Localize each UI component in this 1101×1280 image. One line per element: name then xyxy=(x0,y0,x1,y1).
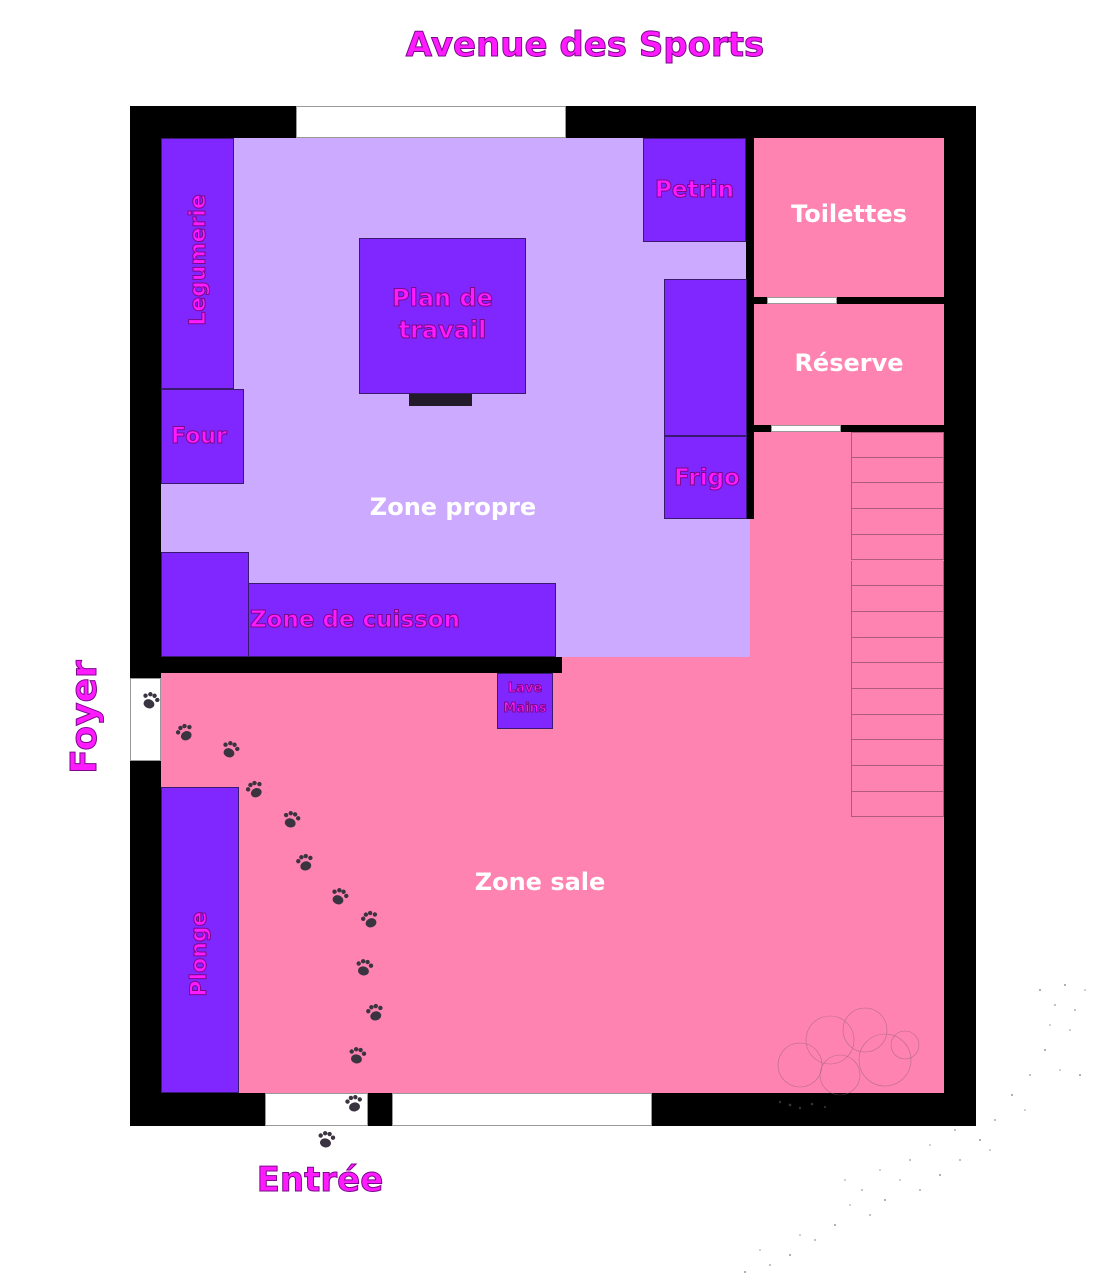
top-window xyxy=(296,106,566,138)
street-title: Avenue des Sports xyxy=(405,25,765,66)
entrance-door[interactable] xyxy=(265,1093,368,1126)
wall-rooms-mid xyxy=(754,297,944,304)
plonge-block[interactable] xyxy=(161,787,239,1093)
frigo-lower-block[interactable] xyxy=(664,436,747,519)
wall-rooms-left xyxy=(746,138,754,519)
legumerie-label: Legumerie xyxy=(185,194,211,327)
toilets-room xyxy=(754,138,944,297)
four-block[interactable] xyxy=(161,389,244,484)
storage-label: Réserve xyxy=(794,349,904,377)
legumerie-block[interactable] xyxy=(161,138,234,389)
paw-print-icon xyxy=(316,1130,337,1149)
plan-de-travail-label-2: travail xyxy=(398,316,487,345)
outer-wall-right xyxy=(944,106,976,1126)
wall-rooms-bottom xyxy=(754,425,944,432)
four-label: Four xyxy=(171,423,228,449)
lave-mains-label-2: Mains xyxy=(503,701,547,717)
cuisson-label: Zone de cuisson xyxy=(250,607,461,634)
plan-de-travail-label-1: Plan de xyxy=(392,284,494,313)
cuisson-left-block[interactable] xyxy=(161,552,249,657)
petrin-block[interactable] xyxy=(643,138,746,242)
frigo-label: Frigo xyxy=(674,465,741,492)
petrin-label: Petrin xyxy=(654,177,735,204)
clean-zone-label: Zone propre xyxy=(369,493,537,521)
toilets-door[interactable] xyxy=(767,297,837,304)
toilets-label: Toilettes xyxy=(791,200,907,228)
foyer-label: Foyer xyxy=(63,660,105,775)
cuisson-block[interactable] xyxy=(248,583,556,657)
frigo-upper-block[interactable] xyxy=(664,279,747,436)
storage-room xyxy=(754,304,944,425)
wall-clean-dirty xyxy=(161,657,562,673)
dirty-zone-label: Zone sale xyxy=(474,868,606,896)
entrance-label: Entrée xyxy=(256,1160,384,1201)
plonge-label: Plonge xyxy=(186,911,212,997)
bottom-window xyxy=(392,1093,652,1126)
plan-de-travail-stool xyxy=(409,394,472,406)
lave-mains-block[interactable] xyxy=(497,673,553,729)
plan-de-travail-block[interactable] xyxy=(359,238,526,394)
outer-wall-left xyxy=(130,106,161,1126)
storage-door[interactable] xyxy=(771,425,841,432)
foyer-door[interactable] xyxy=(130,678,161,761)
lave-mains-label-1: Lave xyxy=(507,681,543,697)
